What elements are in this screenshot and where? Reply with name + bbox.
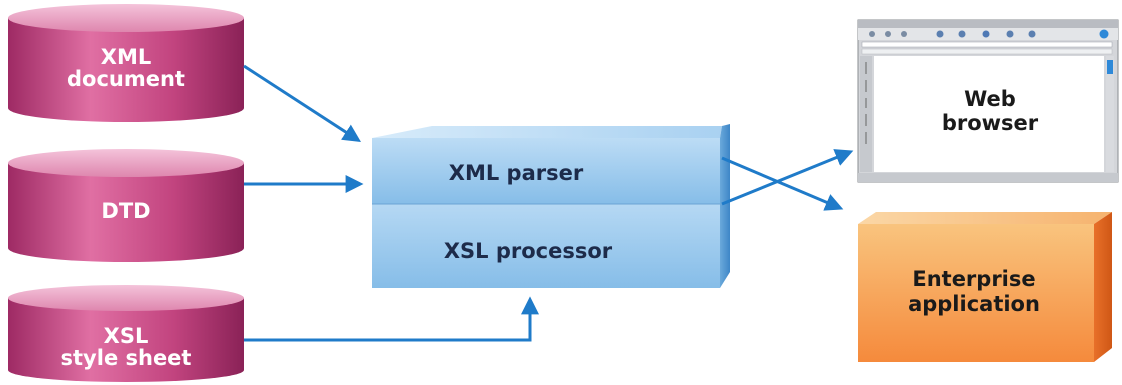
xml-document-label-line1: XML [101,45,151,69]
xml-parser-label: XML parser [449,161,584,185]
arrow-xsl-to-processor [244,296,539,342]
arrows [243,64,854,342]
web-browser-label-line1: Web [964,87,1016,111]
xml-document-cylinder: XML document [8,4,244,122]
xsl-style-sheet-label-line2: style sheet [61,346,192,370]
enterprise-application-box: Enterprise application [858,212,1112,362]
arrow-xml-document-to-parser [243,64,362,142]
xsl-processor-slab: XSL processor [372,180,730,288]
xsl-style-sheet-label-line1: XSL [104,324,149,348]
xml-document-label-line2: document [67,67,185,91]
dtd-cylinder: DTD [8,149,244,262]
enterprise-application-label-line2: application [908,292,1040,316]
processor-block: XSL processor XML parser [372,124,730,288]
web-browser-label-line2: browser [942,111,1039,135]
xsl-style-sheet-cylinder: XSL style sheet [8,285,244,382]
web-browser-window: Web browser [857,19,1119,183]
arrow-parser-to-application [721,156,844,211]
dtd-label: DTD [101,199,150,223]
enterprise-application-label-line1: Enterprise [912,267,1035,291]
xsl-processor-label: XSL processor [444,239,613,263]
browser-toolbar [858,28,1118,40]
arrow-processor-to-browser [721,149,854,206]
xml-parser-slab: XML parser [372,124,730,205]
